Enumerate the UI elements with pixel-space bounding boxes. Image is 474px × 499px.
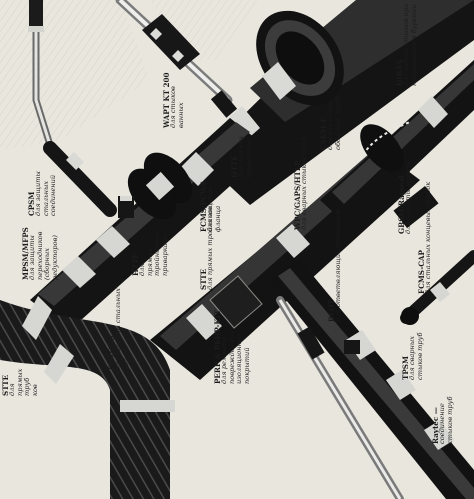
label-raytec: Raytec — соединение стыков труб: [431, 396, 454, 444]
main-pipe-top-right: [200, 0, 474, 205]
label-csem: CSEM-F для изоляции обсадных труб: [319, 96, 342, 150]
label-csem-line-2: обсадных труб: [333, 96, 342, 150]
branch-pipe-bottom-right: [270, 260, 474, 499]
background-hatch-top: [150, 0, 260, 60]
label-wpc-line-1: для сварных стыков труб: [300, 136, 309, 230]
label-mps: MPSM/MFPS для защиты переходников (сборн…: [21, 227, 59, 280]
label-fcms-cap: FCMS-CAP для стальных концевых пробок: [417, 181, 433, 294]
thin-pipe-bottom: [276, 296, 404, 499]
label-cpsm: CPSM для защиты стальных соединений: [27, 171, 58, 216]
reducer-pipe-left: [43, 141, 134, 218]
label-flexclad: FlexClad для защиты стальных колен: [107, 288, 130, 370]
label-gbsm-line-1: для защиты муфты: [404, 160, 413, 234]
label-mps-line-4: редукторов): [50, 235, 59, 280]
label-stte-left-line-4: ков: [30, 384, 39, 396]
label-stte-mid: STTE для прямых тройников: [199, 206, 215, 290]
main-pipe-upper-right: [320, 60, 474, 228]
label-htte-top-line-2: тройников: [244, 138, 253, 178]
label-stte-left: STTE для прямых труб ков: [1, 369, 39, 396]
label-dirax: DIRAX для гибких стыков при направленном…: [395, 4, 418, 86]
label-perp-line-4: покрытий: [242, 347, 251, 385]
label-tpsm-line-2: стыков труб: [415, 332, 424, 380]
label-perp: PERP & PEHP-KIT для ремонта поврежденных…: [213, 310, 251, 385]
label-htte-mid-line-4: приварками: [160, 233, 169, 276]
end-cap-pipe: [400, 250, 474, 325]
main-pipe-middle: [30, 118, 270, 330]
label-wapt-line-2: ванных: [176, 102, 185, 128]
background-hatch: [0, 0, 150, 150]
label-htte-top: HTTE для прямых тройников: [230, 136, 253, 178]
label-stte-mid-line-1: для прямых тройников: [206, 206, 215, 290]
label-raytec-line-2: стыков труб: [445, 396, 454, 444]
label-dirax-line-2: направленном бурении: [409, 4, 418, 86]
label-tpsm: TPSM для сварных стыков труб: [401, 332, 424, 380]
label-flexclad-line-2: колен: [121, 349, 130, 370]
label-wapt: WAPT KT 200 для стыков ванных: [162, 72, 185, 128]
label-fcms-line-2: фланца: [213, 205, 222, 232]
label-gbsm: GBSM/Rayseal для защиты муфты: [397, 160, 413, 234]
elbow-pipe-flexclad: [0, 296, 175, 499]
diagonal-pipe-wapt: [115, 0, 238, 118]
label-fcms-cap-line-1: для стальных концевых пробок: [424, 181, 433, 294]
label-blot: BLOT для ответвляющих тройников: [327, 209, 343, 322]
label-cpsm-line-3: соединений: [49, 174, 58, 216]
label-blot-line-1: для ответвляющих тройников: [334, 209, 343, 322]
label-wpc: WPC/GAPS/HTLP для сварных стыков труб: [293, 136, 309, 230]
label-htte-mid: HTTE для прямых тройников с приварками: [131, 231, 169, 276]
